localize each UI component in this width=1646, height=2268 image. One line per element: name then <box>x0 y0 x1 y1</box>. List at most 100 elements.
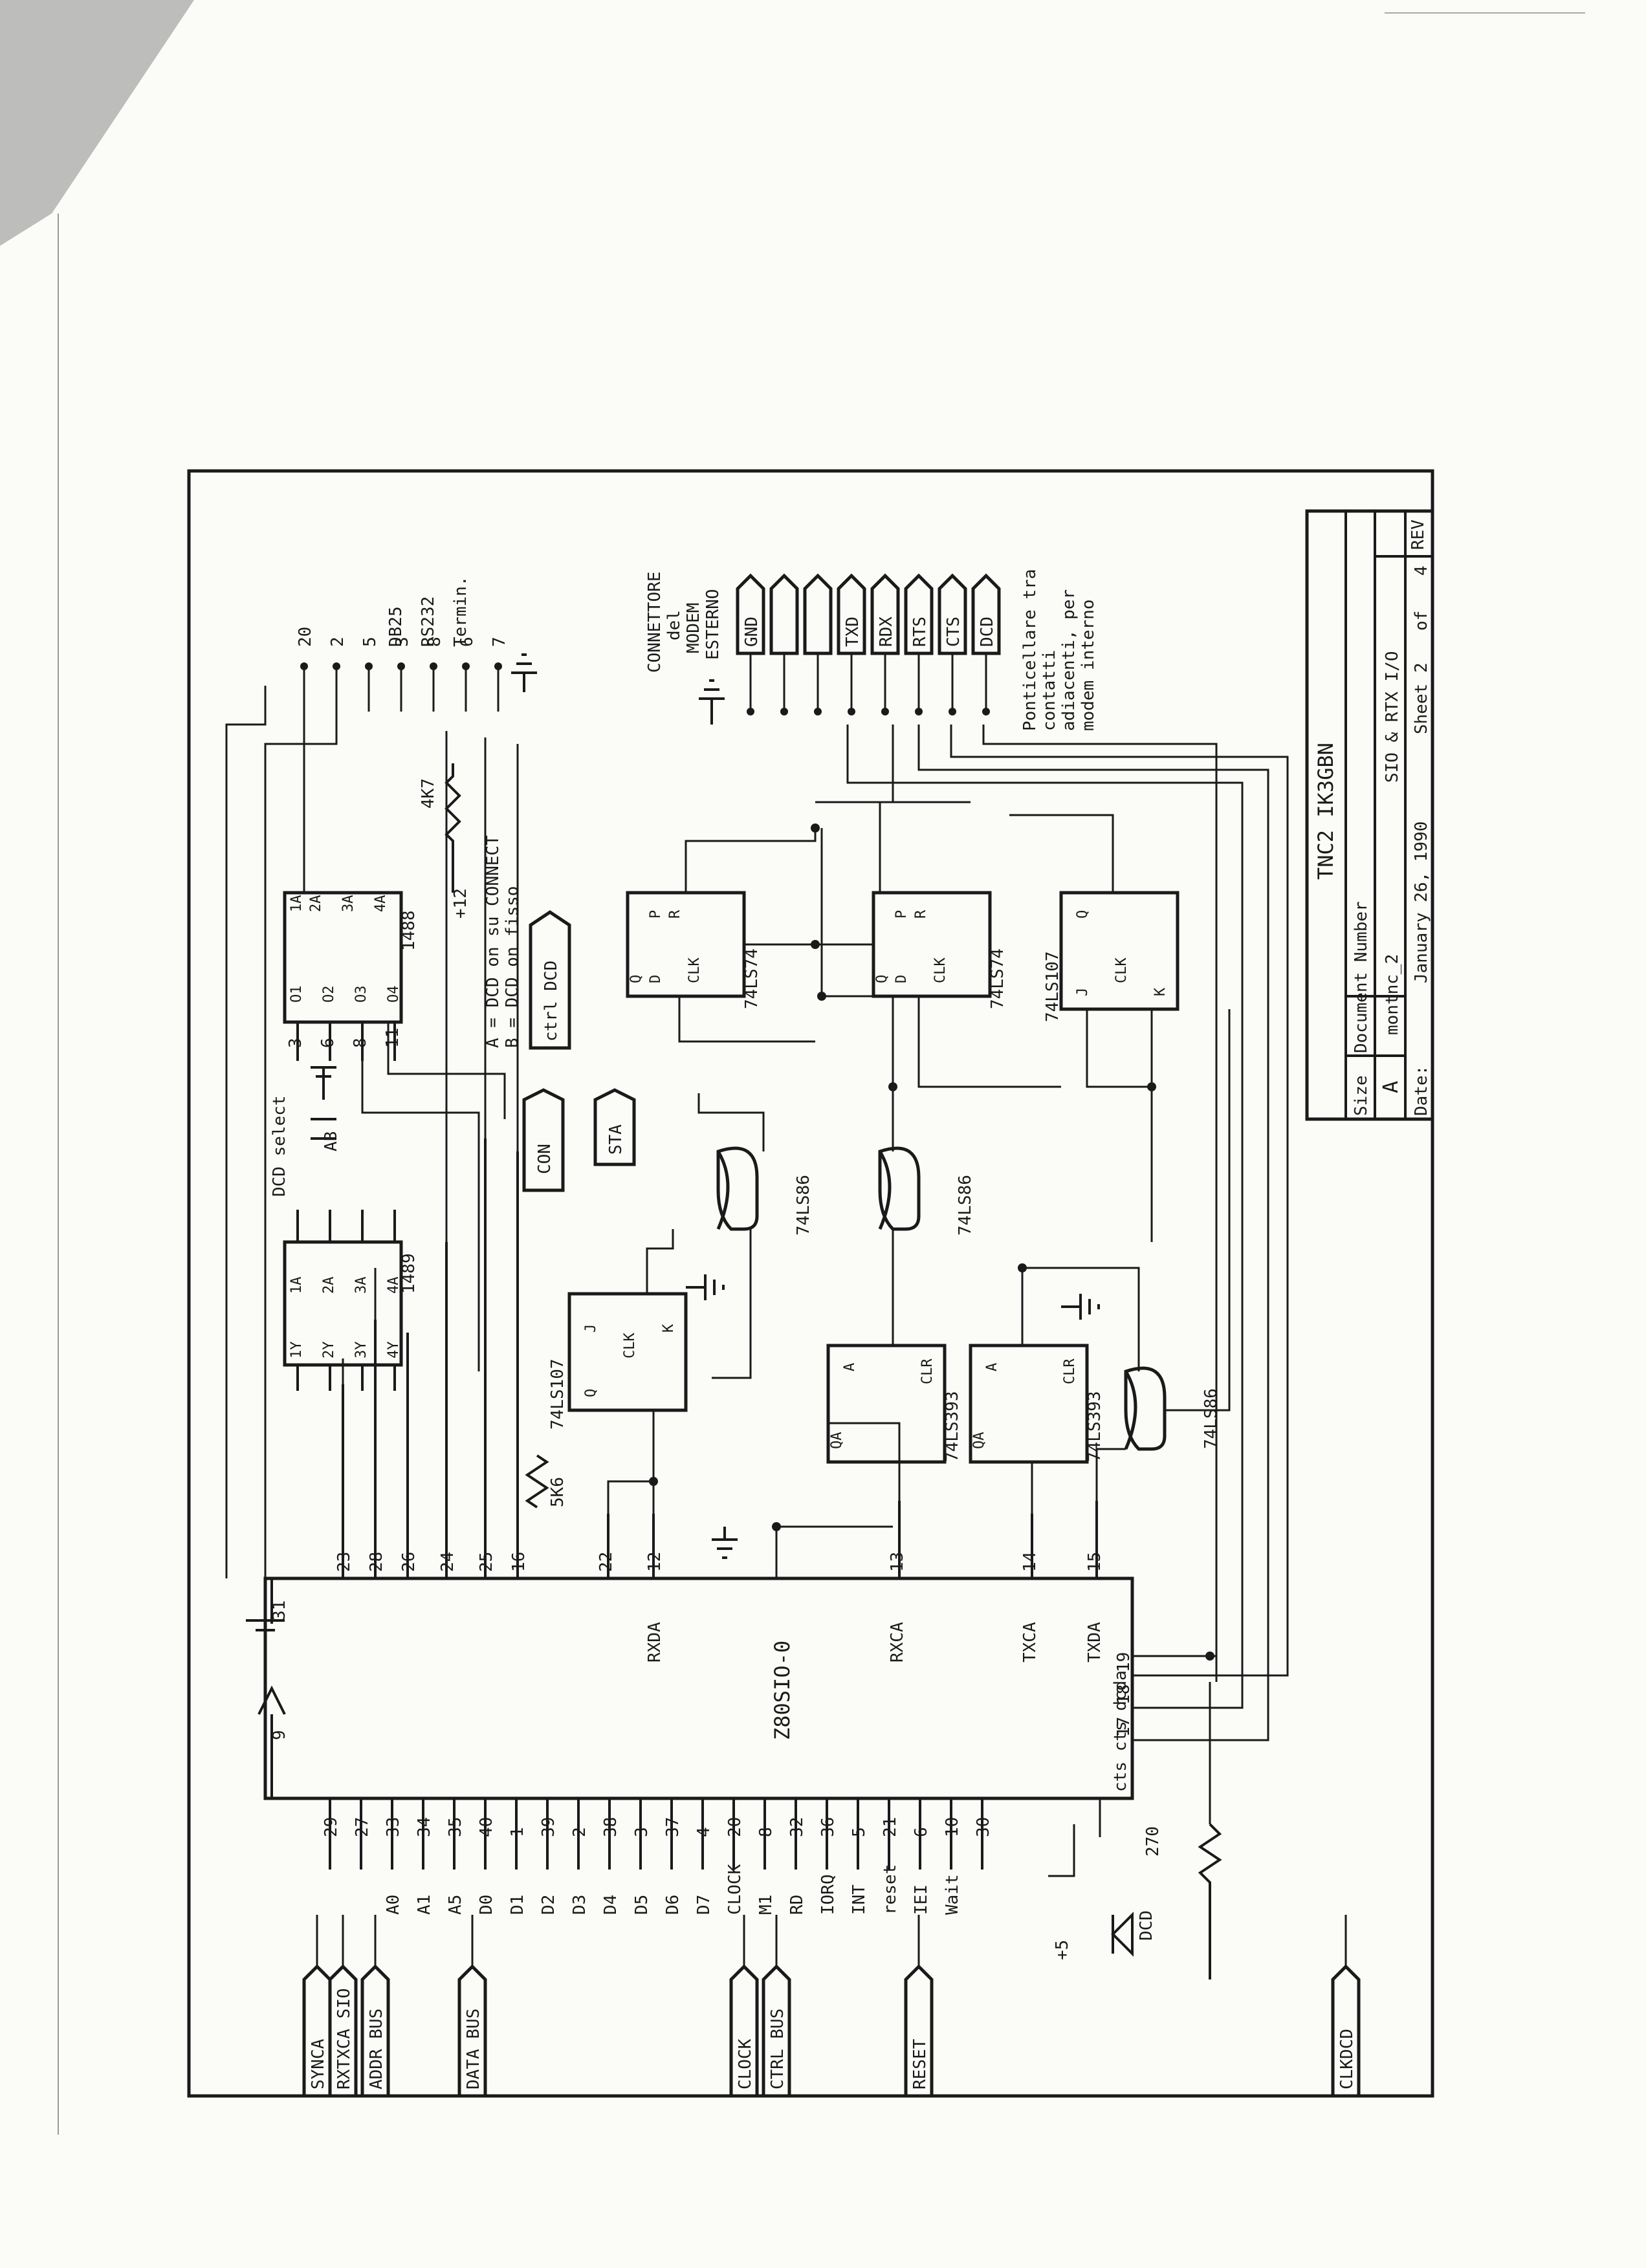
ic-1488-pin-3: 3 <box>286 1038 305 1048</box>
junction-dot <box>1147 1082 1156 1091</box>
ic-74ls393-a-qa: QA <box>829 1432 845 1450</box>
bus-data-bus: DATA BUS <box>464 2009 483 2089</box>
z80sio-signal-wait: Wait <box>943 1874 962 1915</box>
dcd-led-label: DCD <box>1137 1910 1156 1941</box>
z80sio-pin-32: 32 <box>787 1817 807 1837</box>
ic-74ls86-c-name: 74LS86 <box>1202 1388 1221 1449</box>
bus-tag-outline <box>904 1964 934 2098</box>
modem-note-1: Ponticellare tra <box>1020 569 1040 731</box>
db25-pin-7: 7 <box>490 637 509 647</box>
z80sio-signal-int: INT <box>850 1884 869 1915</box>
ic-74ls107-a-name: 74LS107 <box>548 1358 567 1430</box>
bus-tag-outline <box>729 1964 759 2098</box>
db25-pin-20: 20 <box>296 627 315 647</box>
z80sio-pin-20: 20 <box>725 1817 745 1837</box>
z80sio-signal-iei: IEI <box>912 1884 931 1915</box>
modem-pin-dot <box>747 708 754 715</box>
z80sio-pin-34: 34 <box>415 1817 434 1837</box>
ic-74ls74-b: 74LS74 P D CLK Q R <box>872 891 1007 1009</box>
modem-pin-tag <box>938 573 967 655</box>
pin-22: 22 <box>597 1552 616 1572</box>
z80sio-signal-m1: M1 <box>756 1895 776 1915</box>
z80sio-pin-36: 36 <box>818 1817 838 1837</box>
modem-pin-tag <box>736 573 765 655</box>
res-5k6-label: 5K6 <box>548 1477 567 1507</box>
z80sio-pin-40: 40 <box>477 1817 496 1837</box>
junction-dot <box>811 823 820 833</box>
bus-clkdcd: CLKDCD <box>1337 2029 1357 2089</box>
sta-tag: STA <box>606 1124 626 1155</box>
z80sio-pin-8: 8 <box>756 1827 776 1837</box>
size-label: Size <box>1352 1075 1371 1116</box>
ic-74ls393-b-clr: CLR <box>1062 1358 1078 1384</box>
junction-dot <box>817 992 826 1001</box>
modem-pin-dot <box>881 708 889 715</box>
size-value: A <box>1378 1081 1403 1093</box>
z80sio-signal-d7: D7 <box>694 1895 714 1915</box>
sheet-total: 4 <box>1412 565 1431 576</box>
z80sio-signal-iorq: IORQ <box>818 1874 838 1915</box>
date-value: January 26, 1990 <box>1412 822 1431 983</box>
rxda-label: RXDA <box>645 1622 664 1663</box>
res-4k7-label: 4K7 <box>419 778 438 809</box>
db25-pin-8: 8 <box>425 637 444 647</box>
doc-number-label: Document Number <box>1352 901 1371 1053</box>
ic-1489-out-1y: 1Y <box>289 1342 305 1359</box>
z80sio-pin-27: 27 <box>353 1817 372 1837</box>
ic-74ls393-a-name: 74LS393 <box>943 1391 962 1462</box>
junction-dot <box>888 1082 897 1091</box>
bus-reset: RESET <box>910 2038 930 2089</box>
ic-74ls86-a: 74LS86 <box>716 1146 813 1236</box>
ic-1489-out-4y: 4Y <box>386 1342 402 1359</box>
con-tag: CON <box>535 1144 554 1174</box>
ic-74ls107-a-q: Q <box>583 1389 599 1397</box>
modem-pin-dot <box>780 708 788 715</box>
ic-1489-in-3a: 3A <box>353 1277 369 1294</box>
pin-9: 9 <box>270 1730 289 1740</box>
z80sio-signal-clock: CLOCK <box>725 1864 745 1915</box>
z80sio-chip: Z80SIO-0 RXDA RXCA TXCA TXDA cts cts dcd… <box>246 1139 1134 1915</box>
ic-1488-out-o3: O3 <box>353 986 369 1003</box>
z80sio-signal-d1: D1 <box>508 1895 527 1915</box>
modem-note-3: adiacenti, per <box>1059 589 1079 731</box>
ab-label: AB <box>322 1131 341 1151</box>
bus-tag-outline <box>762 1964 791 2098</box>
modem-caption-1: CONNETTORE <box>645 571 664 673</box>
ic-1488-in-2a: 2A <box>308 895 324 913</box>
ic-74ls393-b-a: A <box>984 1363 1000 1371</box>
ic-74ls74-a-clk: CLK <box>686 957 703 983</box>
pin-14: 14 <box>1020 1552 1040 1572</box>
modem-note-4: modem interno <box>1079 600 1098 732</box>
z80sio-pin-33: 33 <box>384 1817 403 1837</box>
ic-74ls74-a-q: Q <box>628 975 644 983</box>
z80sio-pin-29: 29 <box>322 1817 341 1837</box>
db25-pin-2: 2 <box>328 637 347 647</box>
ic-74ls86-c: 74LS86 <box>1124 1366 1221 1451</box>
z80sio-pin-2: 2 <box>570 1827 589 1837</box>
z80sio-pin-4: 4 <box>694 1827 714 1837</box>
modem-pin-dcd: DCD <box>978 616 997 647</box>
ic-1489: 1489 1Y 2Y 3Y 4Y 1A 2A 3A 4A <box>283 1210 419 1391</box>
date-label: Date: <box>1412 1065 1431 1116</box>
title-block: TNC2 IK3GBN Size A Document Number montn… <box>1305 509 1434 1121</box>
ic-74ls393-b: 74LS393 A QA CLR <box>969 1344 1104 1464</box>
ic-1489-name: 1489 <box>399 1253 419 1294</box>
txca-label: TXCA <box>1020 1622 1040 1663</box>
txda-label: TXDA <box>1085 1622 1104 1663</box>
ic-1488-in-3a: 3A <box>340 895 357 913</box>
cts-dcd-label: cts cts dcda <box>1111 1670 1130 1792</box>
z80sio-pin-3: 3 <box>632 1827 652 1837</box>
z80sio-signal-rd: RD <box>787 1895 807 1915</box>
ic-74ls107-a: 74LS107 J CLK K Q <box>548 1292 688 1430</box>
ic-74ls393-b-name: 74LS393 <box>1085 1391 1104 1462</box>
dcd-select-label: DCD select <box>270 1095 289 1197</box>
ic-74ls107-a-j: J <box>583 1324 599 1333</box>
ic-74ls107-b-clk: CLK <box>1114 957 1130 983</box>
pin-17: 17 <box>1114 1717 1134 1737</box>
plus12-label: +12 <box>451 888 470 919</box>
junction-dots <box>649 823 1214 1661</box>
rxca-label: RXCA <box>888 1622 907 1663</box>
ic-74ls74-a-r: R <box>667 910 683 919</box>
